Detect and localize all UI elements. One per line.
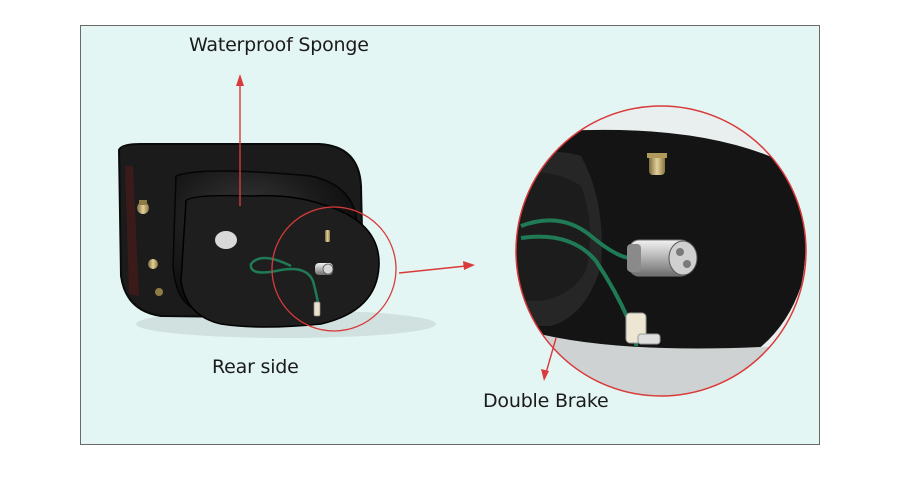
- tail-light-rear-view: [117, 143, 436, 338]
- tail-light-illustration: [117, 74, 807, 397]
- rear-side-label: Rear side: [212, 356, 299, 378]
- zoom-circle: [515, 105, 807, 397]
- image-panel: Waterproof Sponge Rear side Double Brake: [80, 25, 820, 445]
- arrow-up-icon: [236, 74, 244, 206]
- sponge-patch: [215, 231, 237, 249]
- waterproof-sponge-label: Waterproof Sponge: [189, 34, 369, 56]
- arrow-down-icon: [541, 337, 557, 381]
- bolt-icon: [148, 259, 158, 269]
- arrow-right-icon: [398, 261, 475, 274]
- highlight-circle: [271, 206, 397, 332]
- zoomed-bulb-detail: [516, 106, 806, 396]
- double-brake-label: Double Brake: [483, 390, 609, 412]
